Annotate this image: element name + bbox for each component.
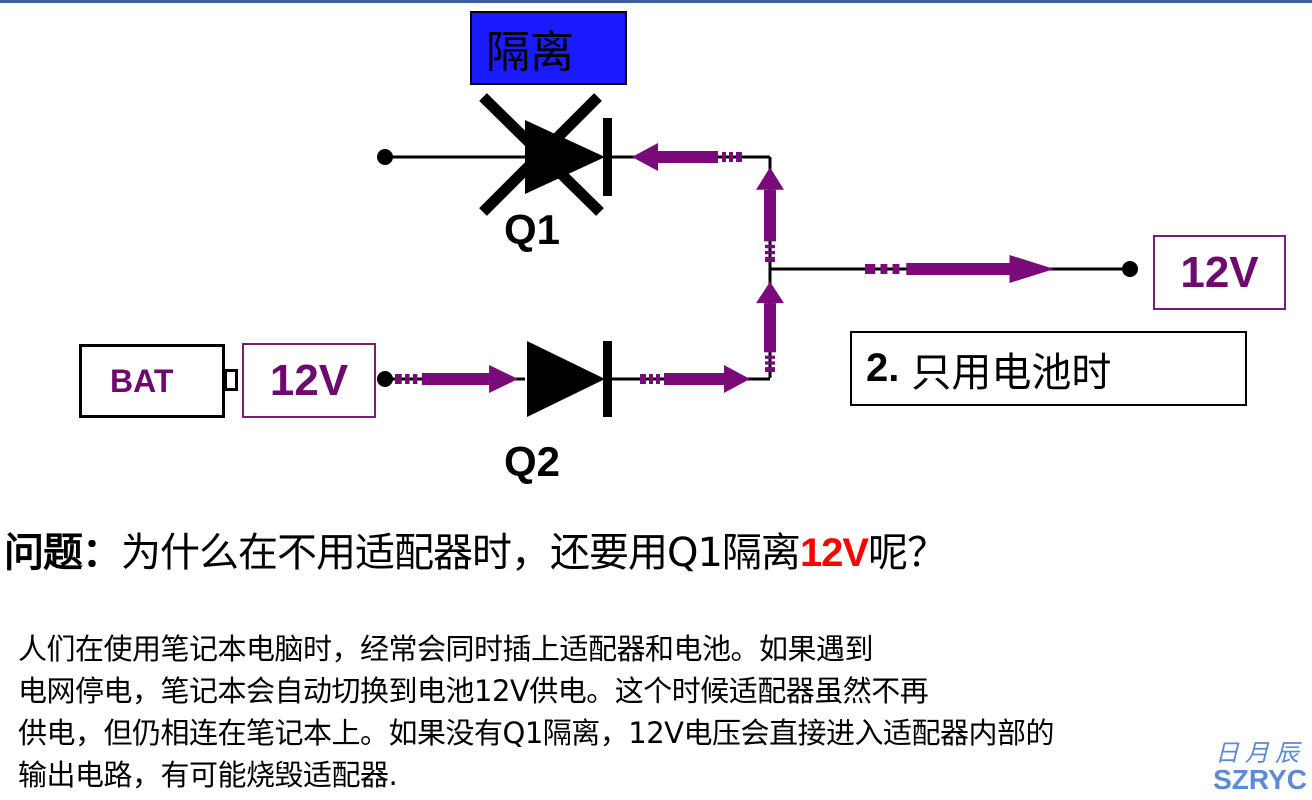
battery-voltage-label: 12V: [269, 355, 349, 405]
q1-cross-mark: [479, 93, 604, 216]
case-label-box: 2.只用电池时: [850, 331, 1247, 406]
question-end: 呢？: [868, 530, 947, 576]
isolation-label: 隔离: [486, 27, 574, 78]
watermark-logo: 日月辰 SZRYC: [1210, 733, 1310, 796]
battery-symbol: BAT: [79, 344, 225, 418]
case-number: 2.: [866, 346, 900, 390]
q2-diode: [527, 341, 612, 417]
top-border-line: [0, 0, 1312, 3]
explanation-line: 供电，但仍相连在笔记本上。如果没有Q1隔离，12V电压会直接进入适配器内部的: [18, 716, 1055, 750]
output-terminal: [1122, 261, 1138, 277]
output-voltage-box: 12V: [1153, 235, 1286, 310]
explanation-line: 电网停电，笔记本会自动切换到电池12V供电。这个时候适配器虽然不再: [18, 674, 929, 708]
watermark-english: SZRYC: [1213, 764, 1307, 795]
q1-diode: [525, 118, 612, 196]
explanation-line: 输出电路，有可能烧毁适配器.: [18, 758, 398, 792]
question-line: 问题：为什么在不用适配器时，还要用Q1隔离12V呢？: [4, 520, 947, 578]
battery-terminal-tip: [224, 369, 238, 391]
case-text: 只用电池时: [911, 350, 1112, 395]
explanation-paragraph: 人们在使用笔记本电脑时，经常会同时插上适配器和电池。如果遇到 电网停电，笔记本会…: [18, 628, 1312, 796]
battery-terminal: [377, 371, 393, 387]
battery-voltage-box: 12V: [242, 343, 376, 418]
explanation-line: 人们在使用笔记本电脑时，经常会同时插上适配器和电池。如果遇到: [18, 632, 874, 666]
question-highlight: 12V: [799, 531, 869, 575]
q1-left-terminal: [377, 149, 393, 165]
circuit-diagram: [377, 93, 1138, 417]
watermark-chinese: 日月辰: [1215, 739, 1305, 767]
question-prefix: 问题：: [4, 530, 122, 576]
question-text: 为什么在不用适配器时，还要用Q1隔离: [121, 530, 801, 576]
isolation-label-box: 隔离: [470, 11, 627, 85]
q1-label: Q1: [504, 206, 561, 253]
output-voltage-label: 12V: [1180, 247, 1259, 297]
q2-label: Q2: [504, 438, 561, 485]
battery-label: BAT: [110, 362, 174, 399]
